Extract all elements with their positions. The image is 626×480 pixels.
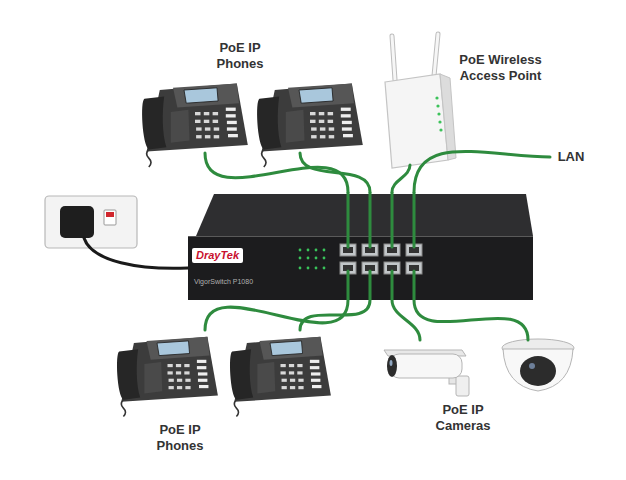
cable-plug — [348, 192, 414, 300]
device-label: PoE IP Cameras — [423, 402, 503, 434]
device-group: PoE IP Phones — [135, 36, 355, 153]
network-cable — [392, 165, 410, 192]
access-point — [385, 34, 456, 168]
device-label: PoE IP Phones — [140, 422, 220, 454]
device-group: PoE IP Phones — [110, 330, 335, 460]
brand-logo: DrayTek — [192, 248, 243, 263]
bullet-camera — [384, 350, 469, 396]
ethernet-port — [340, 244, 422, 274]
device-label: PoE IP Phones — [200, 40, 280, 72]
device-group: PoE Wireless Access Point — [375, 30, 550, 165]
poe-switch: DrayTekVigorSwitch P1080 — [188, 192, 533, 300]
device-label: LAN — [552, 149, 590, 165]
ip-phone — [257, 83, 363, 167]
dome-camera — [502, 339, 574, 391]
ip-phone — [230, 337, 331, 417]
device-group: PoE IP Cameras — [378, 340, 583, 436]
ip-phone — [142, 83, 248, 167]
network-port-label: LAN — [550, 146, 592, 168]
network-cable — [414, 151, 550, 192]
power-cable — [84, 238, 188, 268]
ip-phone — [117, 337, 218, 417]
device-label: PoE Wireless Access Point — [453, 52, 548, 84]
network-cable — [300, 153, 370, 192]
network-cable — [300, 300, 370, 330]
network-cable — [414, 300, 528, 340]
model-name: VigorSwitch P1080 — [194, 278, 253, 286]
wall-socket — [45, 196, 137, 248]
